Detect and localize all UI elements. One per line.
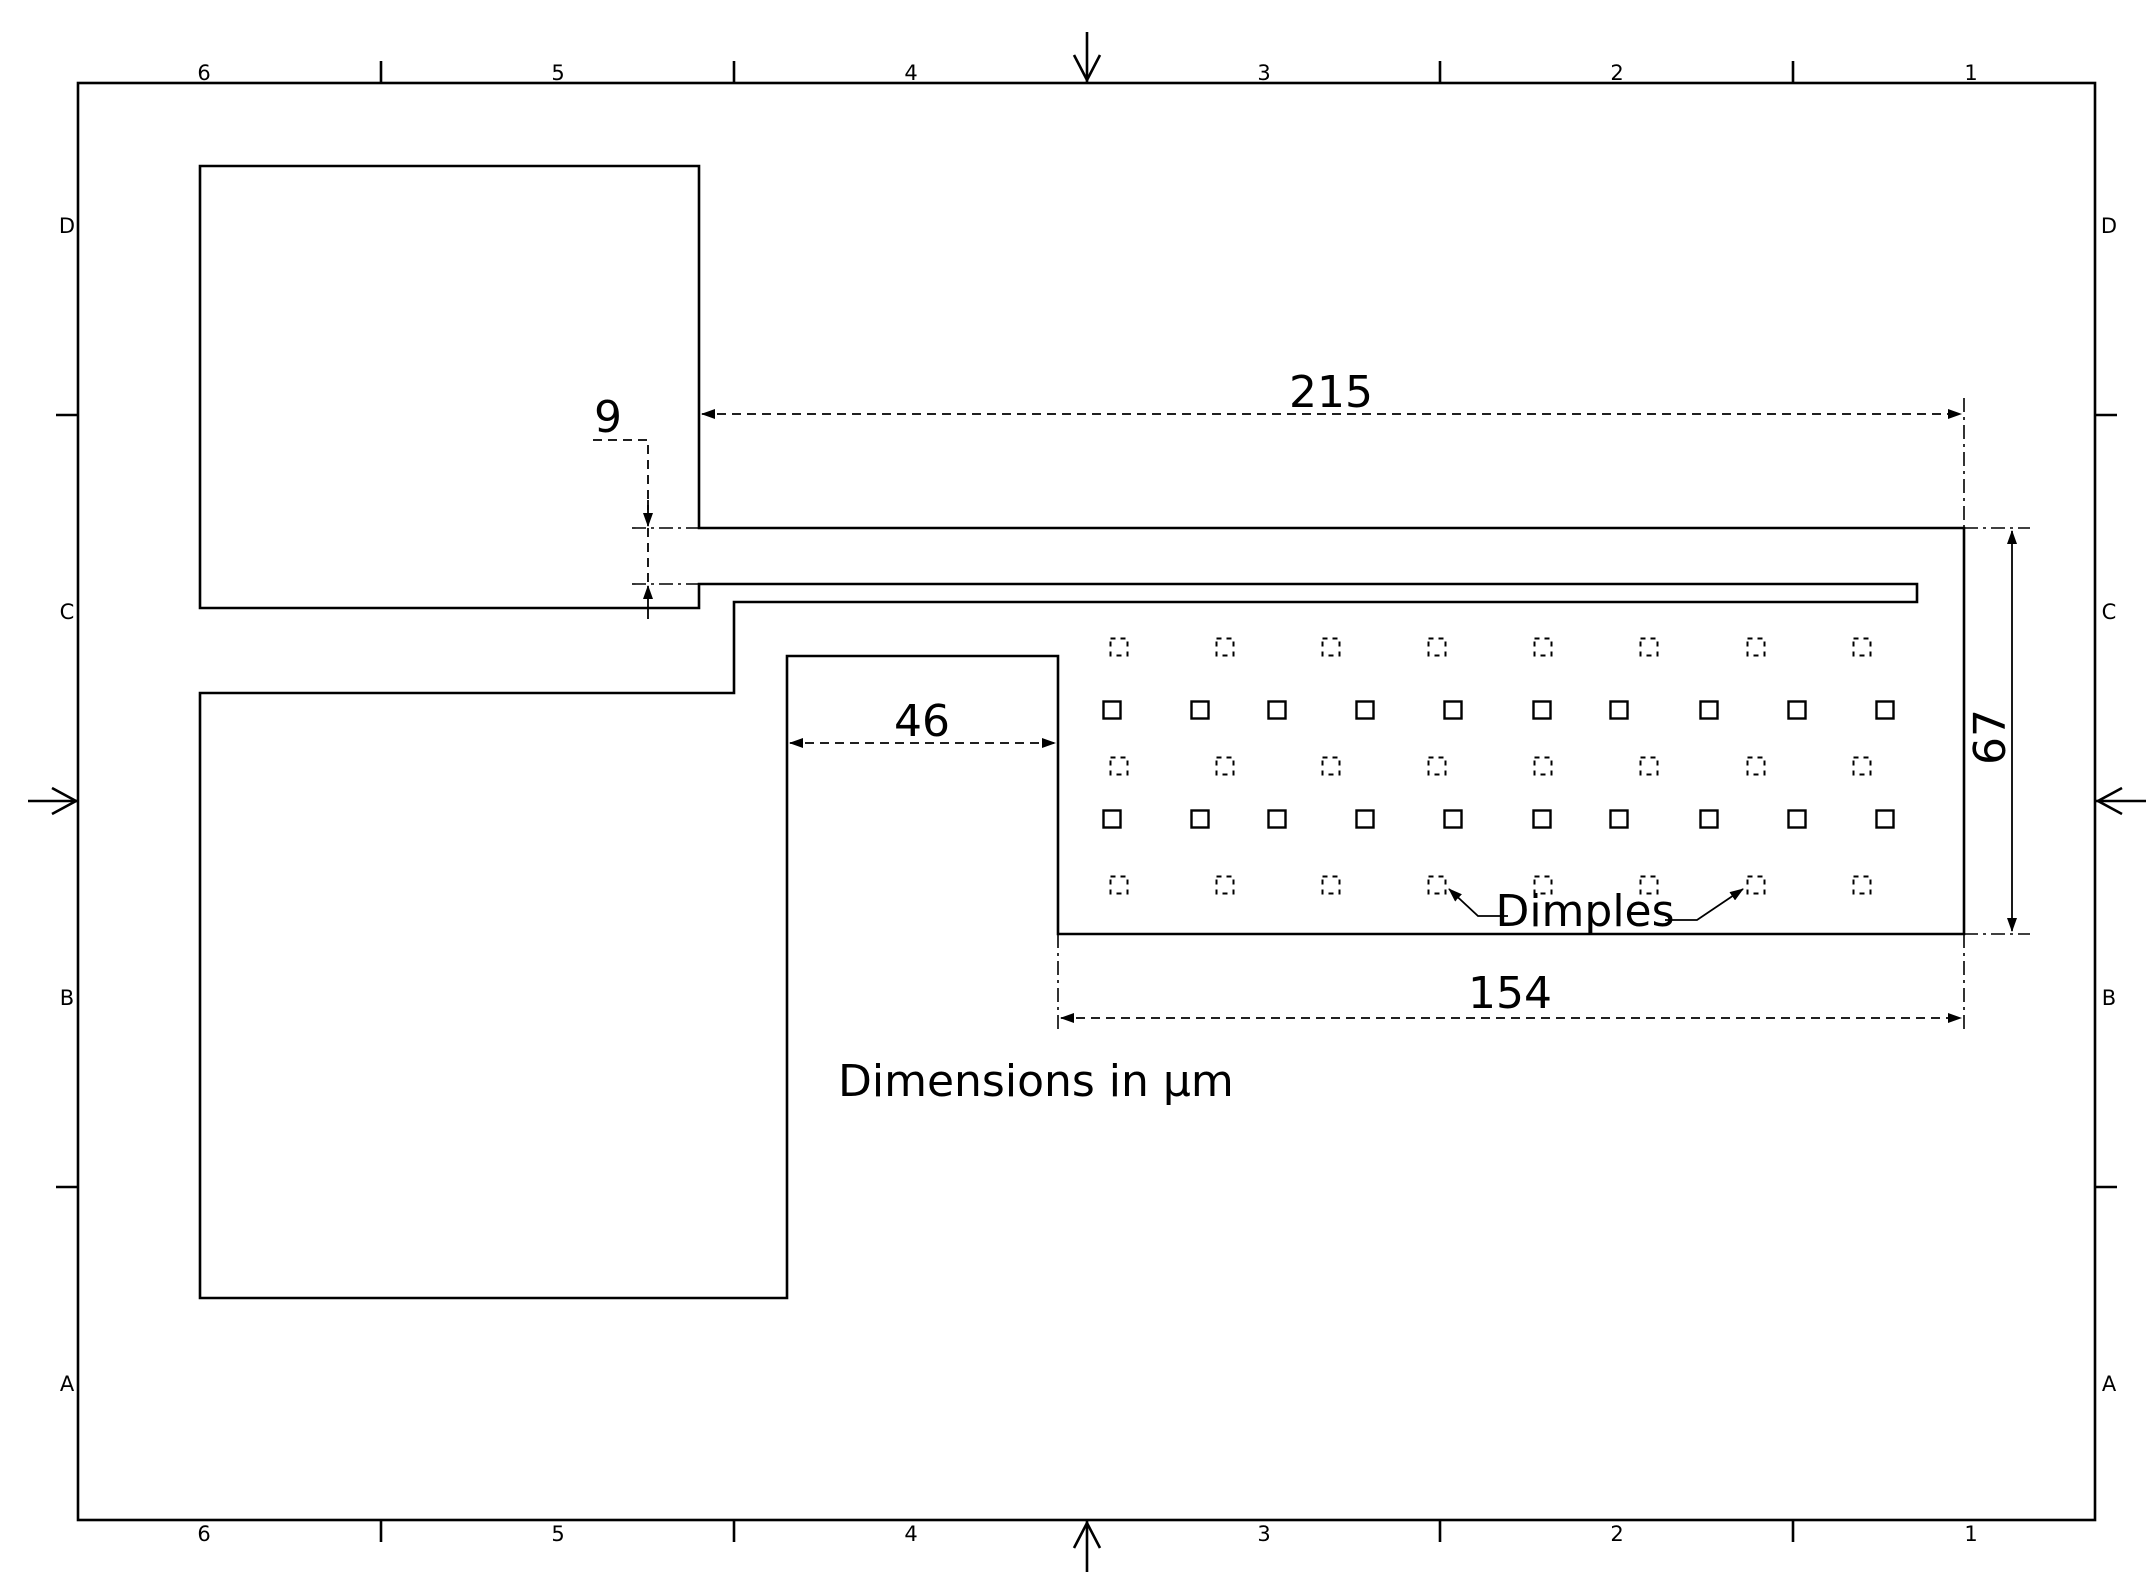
dimple bbox=[1787, 700, 1807, 720]
dimple bbox=[1215, 756, 1235, 776]
dimple bbox=[1321, 756, 1341, 776]
dimple bbox=[1875, 809, 1895, 829]
dimple bbox=[1102, 809, 1122, 829]
dimple bbox=[1427, 875, 1447, 895]
units-note: Dimensions in µm bbox=[838, 1056, 1234, 1107]
row-label-right: C bbox=[2102, 600, 2117, 624]
row-label-left: D bbox=[59, 214, 75, 238]
dimple bbox=[1639, 637, 1659, 657]
dimple bbox=[1427, 756, 1447, 776]
row-label-right: A bbox=[2102, 1372, 2117, 1396]
dimple bbox=[1443, 809, 1463, 829]
dimension-anchor-gap: 46 bbox=[789, 696, 1056, 748]
dimple bbox=[1102, 700, 1122, 720]
dimension-plate-width: 154 bbox=[1057, 934, 1965, 1030]
dimple bbox=[1639, 756, 1659, 776]
column-label-top: 1 bbox=[1964, 61, 1977, 85]
dimple bbox=[1267, 700, 1287, 720]
dimple bbox=[1639, 875, 1659, 895]
dimple bbox=[1190, 700, 1210, 720]
dimple bbox=[1533, 637, 1553, 657]
dimple bbox=[1609, 700, 1629, 720]
dimension-label-215: 215 bbox=[1289, 367, 1373, 418]
dimple bbox=[1427, 637, 1447, 657]
column-label-bottom: 1 bbox=[1964, 1522, 1977, 1546]
centering-marks bbox=[28, 32, 2146, 1572]
column-label-top: 6 bbox=[197, 61, 210, 85]
dimple bbox=[1746, 875, 1766, 895]
dimple bbox=[1443, 700, 1463, 720]
dimple bbox=[1609, 809, 1629, 829]
dimple bbox=[1852, 637, 1872, 657]
dimples-group bbox=[1102, 637, 1895, 895]
dimple bbox=[1321, 875, 1341, 895]
row-label-right: D bbox=[2101, 214, 2117, 238]
dimension-label-154: 154 bbox=[1468, 968, 1552, 1019]
dimension-beam-length: 215 bbox=[701, 367, 1965, 528]
dimple bbox=[1267, 809, 1287, 829]
row-label-left: C bbox=[60, 600, 75, 624]
dimple bbox=[1190, 809, 1210, 829]
dimple bbox=[1109, 637, 1129, 657]
dimple bbox=[1699, 700, 1719, 720]
upper-anchor-outline bbox=[198, 164, 1966, 1300]
dimple bbox=[1109, 875, 1129, 895]
dimension-label-46: 46 bbox=[894, 696, 950, 747]
dimple bbox=[1852, 756, 1872, 776]
row-label-right: B bbox=[2102, 986, 2116, 1010]
column-label-bottom: 3 bbox=[1257, 1522, 1270, 1546]
column-label-bottom: 6 bbox=[197, 1522, 210, 1546]
dimple bbox=[1532, 809, 1552, 829]
dimples-callout-label: Dimples bbox=[1495, 886, 1674, 937]
zone-ticks bbox=[56, 61, 2117, 1542]
dimple bbox=[1787, 809, 1807, 829]
dimple bbox=[1215, 875, 1235, 895]
column-label-top: 4 bbox=[904, 61, 917, 85]
row-label-left: A bbox=[60, 1372, 75, 1396]
row-label-left: B bbox=[60, 986, 74, 1010]
dimple bbox=[1321, 637, 1341, 657]
column-label-top: 5 bbox=[551, 61, 564, 85]
dimple bbox=[1699, 809, 1719, 829]
dimple bbox=[1109, 756, 1129, 776]
dimple bbox=[1852, 875, 1872, 895]
dimple bbox=[1875, 700, 1895, 720]
dimple bbox=[1532, 700, 1552, 720]
column-label-top: 3 bbox=[1257, 61, 1270, 85]
dimple bbox=[1746, 637, 1766, 657]
dimension-label-9: 9 bbox=[594, 392, 622, 443]
drawing-frame bbox=[76, 81, 2097, 1522]
dimension-gap: 9 bbox=[593, 392, 699, 619]
dimple bbox=[1746, 756, 1766, 776]
dimple bbox=[1533, 756, 1553, 776]
column-label-bottom: 5 bbox=[551, 1522, 564, 1546]
column-label-top: 2 bbox=[1610, 61, 1623, 85]
dimple bbox=[1355, 700, 1375, 720]
dimension-plate-height: 67 bbox=[1964, 527, 2030, 935]
dimple bbox=[1355, 809, 1375, 829]
dimple bbox=[1533, 875, 1553, 895]
column-label-bottom: 2 bbox=[1610, 1522, 1623, 1546]
column-label-bottom: 4 bbox=[904, 1522, 917, 1546]
dimples-callout: Dimples bbox=[1448, 886, 1744, 937]
dimple bbox=[1215, 637, 1235, 657]
dimension-label-67: 67 bbox=[1965, 709, 2016, 765]
